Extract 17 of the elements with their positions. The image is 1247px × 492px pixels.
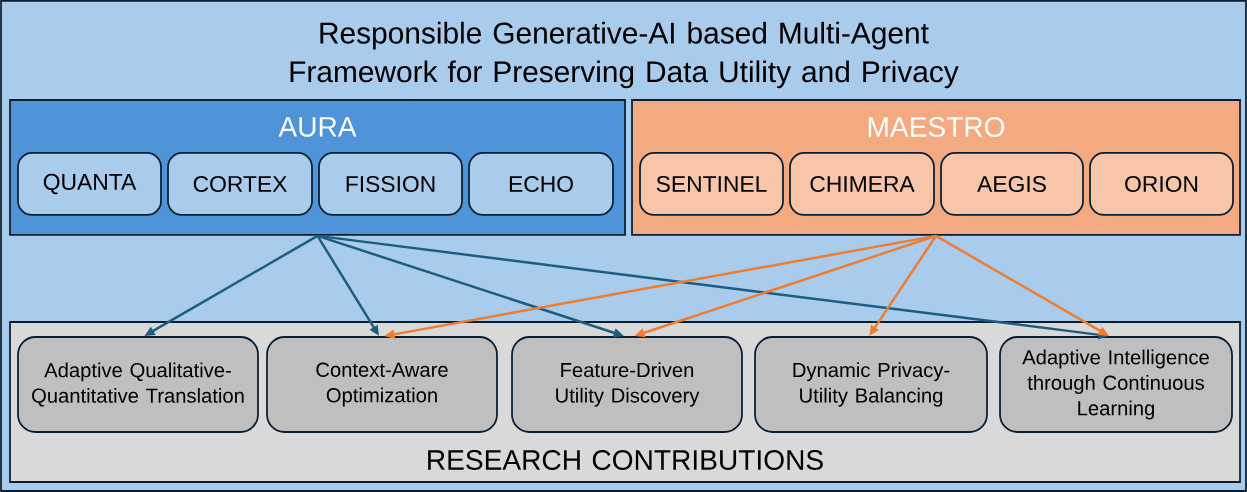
agent-box: CHIMERA	[789, 152, 935, 216]
contribution-box: Context-Aware Optimization	[266, 336, 498, 433]
contribution-box: Adaptive Intelligence through Continuous Learning	[999, 336, 1233, 433]
agent-box: ECHO	[468, 152, 614, 216]
agent-box: QUANTA	[17, 152, 162, 216]
agent-box: AEGIS	[940, 152, 1084, 216]
agent-box: ORION	[1089, 152, 1234, 216]
group-heading: MAESTRO	[868, 117, 1005, 137]
group-heading: AURA	[278, 117, 357, 137]
contribution-box: Adaptive Qualitative-Quantitative Translation	[17, 336, 259, 433]
agent-box: FISSION	[318, 152, 463, 216]
agent-box: CORTEX	[167, 152, 313, 216]
title: Responsible Generative-AI based Multi-Agent Framework for Preserving Data Utility and Privacy	[290, 21, 959, 89]
contribution-box: Feature-Driven Utility Discovery	[511, 336, 743, 433]
agent-box: SENTINEL	[639, 152, 784, 216]
contribution-box: Dynamic Privacy-Utility Balancing	[754, 336, 988, 433]
group-heading: RESEARCH CONTRIBUTIONS	[428, 450, 823, 470]
